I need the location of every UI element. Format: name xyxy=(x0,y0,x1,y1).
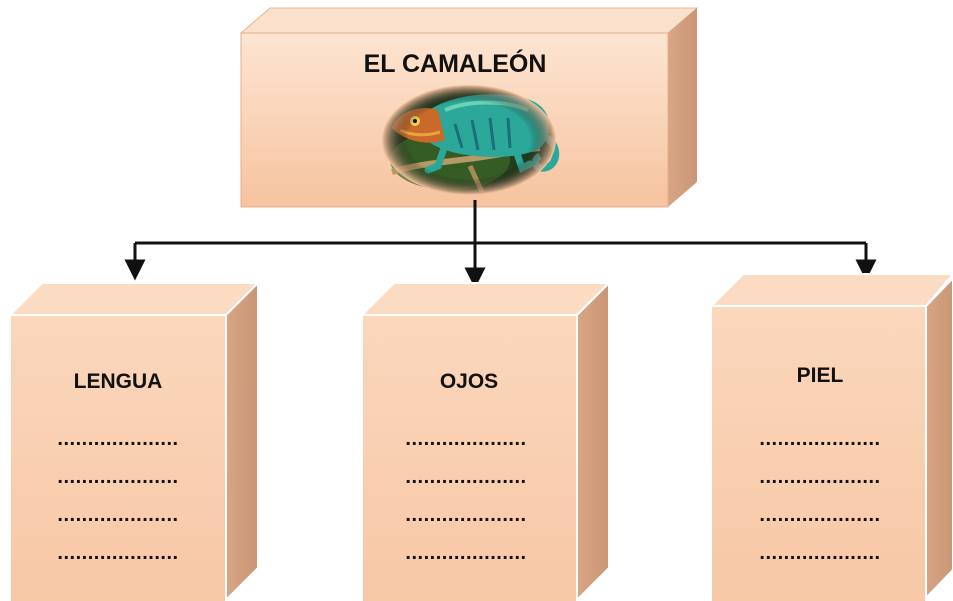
title-box-side-face xyxy=(668,8,697,207)
dotted-line: .................... xyxy=(759,428,880,450)
child-box-top-face xyxy=(708,273,953,307)
dotted-line: .................... xyxy=(759,542,880,564)
title-box-top-face xyxy=(239,7,699,34)
child-box-lengua: LENGUA .................... ............… xyxy=(7,280,261,601)
child-box-front-face xyxy=(361,314,578,601)
child-box-top-face xyxy=(7,282,261,316)
child-box-side-face xyxy=(576,280,610,601)
title-box-label: EL CAMALEÓN xyxy=(364,48,547,78)
dotted-line: .................... xyxy=(405,428,526,450)
dotted-line: .................... xyxy=(759,466,880,488)
dotted-line: .................... xyxy=(405,504,526,526)
dotted-line: .................... xyxy=(405,466,526,488)
child-box-label: OJOS xyxy=(440,370,498,393)
child-box-side-face xyxy=(925,276,953,601)
child-box-piel: PIEL .................... ..............… xyxy=(708,273,953,601)
child-box-front-face xyxy=(710,305,927,601)
connector-lines xyxy=(124,200,877,289)
child-box-ojos: OJOS .................... ..............… xyxy=(359,280,612,601)
child-box-label: PIEL xyxy=(797,364,844,387)
title-box: EL CAMALEÓN xyxy=(239,7,699,208)
dotted-line: .................... xyxy=(57,542,178,564)
child-box-front-face xyxy=(9,314,227,601)
dotted-line: .................... xyxy=(57,466,178,488)
child-box-side-face xyxy=(225,280,259,601)
dotted-line: .................... xyxy=(405,542,526,564)
child-box-top-face xyxy=(359,282,612,316)
dotted-line: .................... xyxy=(57,504,178,526)
dotted-line: .................... xyxy=(759,504,880,526)
dotted-line: .................... xyxy=(57,428,178,450)
chameleon-image xyxy=(382,85,560,195)
child-box-label: LENGUA xyxy=(74,370,163,393)
